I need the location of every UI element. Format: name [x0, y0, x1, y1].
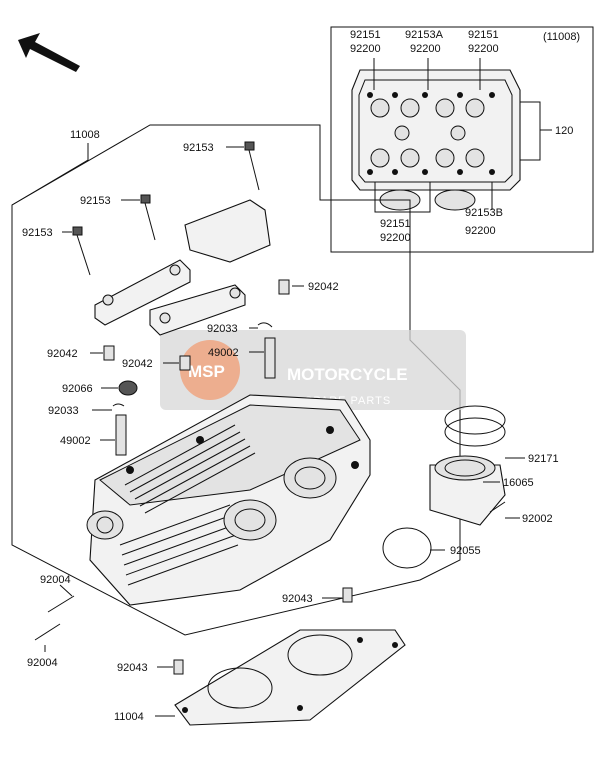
label-dowel-l: 92042 — [47, 348, 78, 360]
inset-label-tr2: 92200 — [468, 43, 499, 55]
inset-label-bl1: 92151 — [380, 218, 411, 230]
cam-caps — [94, 199, 271, 336]
inset-label-side: 120 — [555, 125, 573, 137]
watermark-logo: MSP — [188, 362, 225, 381]
inset-label-tl2: 92200 — [350, 43, 381, 55]
small-parts — [103, 279, 290, 456]
label-band: 92171 — [528, 453, 559, 465]
inset-label-br2: 92200 — [465, 225, 496, 237]
cylinder-head — [86, 394, 371, 606]
label-holder: 16065 — [503, 477, 534, 489]
label-dowel-gasket-bot: 92043 — [117, 662, 148, 674]
part-labels: 11008 92153 92153 92153 92042 92042 9204… — [22, 129, 559, 723]
label-stud-top: 92004 — [40, 574, 71, 586]
label-clip-r: 92033 — [207, 323, 238, 335]
label-screw: 92002 — [522, 513, 553, 525]
head-gasket — [173, 587, 406, 726]
label-tube-r: 49002 — [208, 347, 239, 359]
inset-label-tr1: 92151 — [468, 29, 499, 41]
label-bolt-a: 92153 — [183, 142, 214, 154]
label-tube-l: 49002 — [60, 435, 91, 447]
label-bolt-b: 92153 — [80, 195, 111, 207]
label-dowel-gasket-top: 92043 — [282, 593, 313, 605]
label-head-assy: 11008 — [70, 129, 100, 141]
inset-code: (11008) — [543, 31, 580, 43]
cap-bolts — [72, 141, 260, 276]
label-oring: 92055 — [450, 545, 481, 557]
leader-lines — [11, 143, 525, 717]
inset-label-tl1: 92151 — [350, 29, 381, 41]
inset-label-br1: 92153B — [465, 207, 503, 219]
inset-label-tm2: 92200 — [410, 43, 441, 55]
front-arrow-icon — [18, 33, 80, 72]
label-stud-bot: 92004 — [27, 657, 58, 669]
watermark: MSP MOTORCYCLE SPARE PARTS — [160, 330, 466, 410]
label-clip-l: 92033 — [48, 405, 79, 417]
inset-label-tm1: 92153A — [405, 29, 444, 41]
label-gasket: 11004 — [114, 711, 144, 723]
label-bolt-c: 92153 — [22, 227, 53, 239]
label-dowel-r: 92042 — [308, 281, 339, 293]
watermark-title: MOTORCYCLE — [287, 365, 408, 384]
label-cap: 92066 — [62, 383, 93, 395]
intake-parts — [382, 405, 506, 569]
inset-panel: (11008) 92151 92200 92153A 92200 92151 9… — [330, 26, 594, 253]
label-dowel-m: 92042 — [122, 358, 153, 370]
studs — [34, 595, 75, 641]
inset-label-bl2: 92200 — [380, 232, 411, 244]
